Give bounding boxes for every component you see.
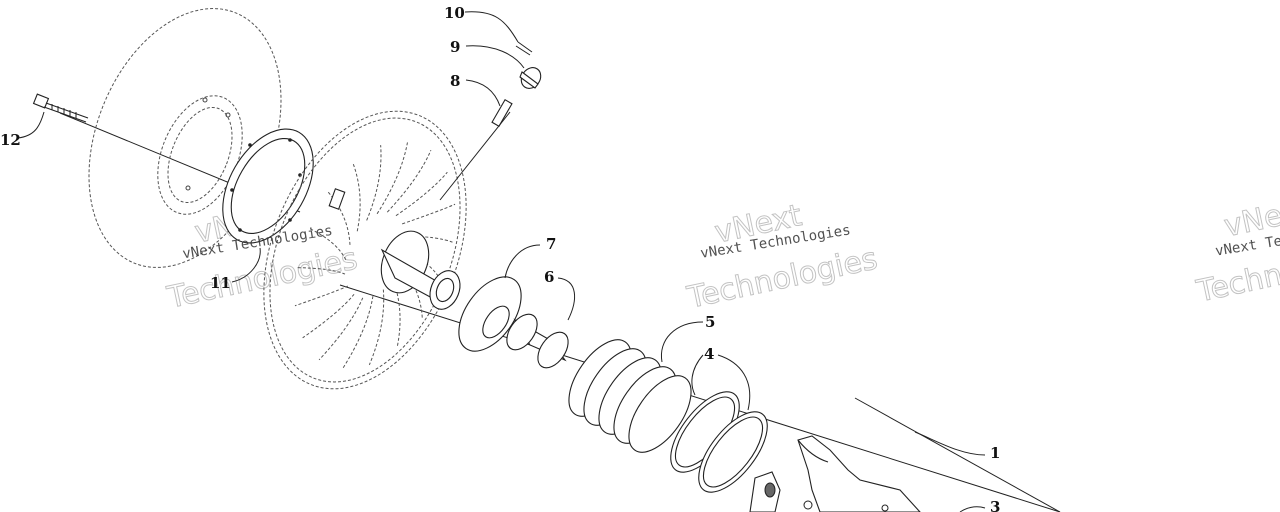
- sheave-vane: [302, 294, 355, 339]
- button-part: [519, 67, 542, 89]
- ring-plate: [222, 128, 314, 244]
- sheave-vane: [401, 203, 456, 225]
- sheave-vane: [395, 171, 448, 217]
- callout-labels: 10 9 8 12 11 7 6 5 4 1 3: [0, 4, 1000, 512]
- callout-12: 12: [0, 131, 21, 149]
- sheave-vane: [366, 145, 382, 221]
- sheave-vane: [386, 149, 432, 213]
- spring-coil: [628, 375, 692, 453]
- washer-part: [458, 276, 522, 352]
- callout-10: 10: [444, 4, 465, 22]
- callout-7: 7: [546, 235, 556, 253]
- sheave-vane: [352, 162, 361, 232]
- ring-part: [670, 391, 768, 493]
- bolt-part: [32, 93, 89, 123]
- upper-axis-line: [854, 397, 1061, 512]
- pin-axis-line: [439, 111, 511, 201]
- callout-11: 11: [210, 274, 231, 292]
- spider-part: [749, 435, 921, 512]
- sheave-vane: [341, 296, 374, 370]
- callout-6: 6: [544, 268, 554, 286]
- sheave-vane: [296, 267, 346, 275]
- pin-part: [515, 41, 533, 56]
- roll-pin-part: [491, 98, 513, 128]
- callout-5: 5: [705, 313, 715, 331]
- sheave-vane: [368, 289, 385, 366]
- sheave-vane: [308, 227, 347, 260]
- callout-1: 1: [990, 444, 1000, 462]
- sheave-vane: [294, 285, 349, 307]
- sheave-vane: [318, 297, 364, 361]
- callout-3: 3: [990, 498, 1000, 512]
- spring-part: [568, 339, 692, 453]
- callout-8: 8: [450, 72, 460, 90]
- sheave-vane: [376, 140, 409, 215]
- bushing-part: [506, 313, 569, 369]
- callout-9: 9: [450, 38, 460, 56]
- callout-4: 4: [704, 345, 714, 363]
- leader-lines: [17, 11, 986, 512]
- moveable-sheave: [263, 110, 467, 390]
